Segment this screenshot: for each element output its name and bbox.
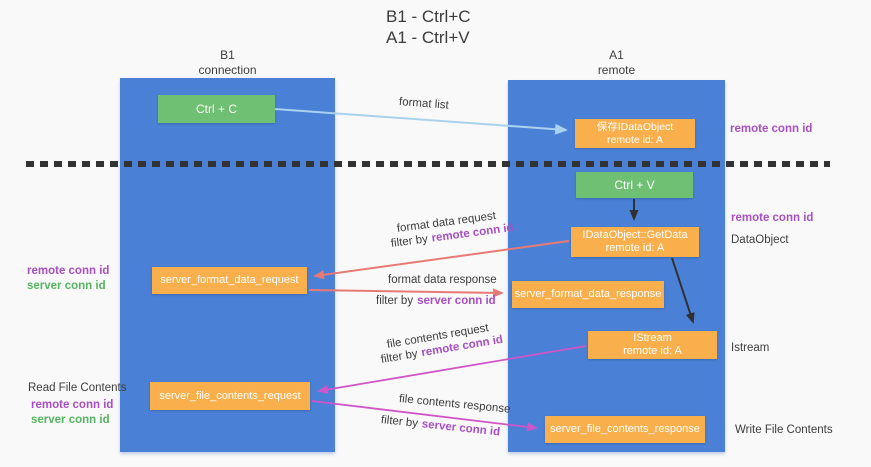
filter-by-text: filter by [376,295,414,307]
remote-conn-id-left-label-2: remote conn id [31,399,114,411]
remote-conn-id-side-label-mid: remote conn id [731,212,814,224]
save-idataobject-node: 保存IDataObject remote id: A [575,119,695,148]
save-idataobject-line1: 保存IDataObject [596,120,674,133]
filter-by-text: filter by [380,347,419,366]
dataobject-side-label: DataObject [731,234,789,246]
conn-id-left-labels-1: remote conn id server conn id [27,264,109,294]
lane-header-a1-remote: A1 remote [508,48,725,78]
file-contents-response-label: file contents response [398,393,511,416]
server-conn-id-left-label-1: server conn id [27,280,106,292]
istream-node: IStream remote id: A [588,331,717,359]
server-file-contents-response-node: server_file_contents_response [545,416,705,443]
format-list-label: format list [398,96,450,112]
server-format-data-request-label: server_format_data_request [160,274,299,286]
title-line-2: A1 - Ctrl+V [386,28,470,47]
server-file-contents-response-label: server_file_contents_response [550,423,700,435]
server-conn-id-value: server conn id [421,418,501,439]
lane-a1-subtitle: remote [597,63,636,77]
idataobject-getdata-line2: remote id: A [605,242,665,254]
server-file-contents-request-node: server_file_contents_request [150,382,310,410]
title-line-1: B1 - Ctrl+C [386,7,471,26]
filter-by-text: filter by [390,233,429,250]
lane-a1-name: A1 [609,48,624,62]
session-divider-dashed-line [26,161,830,167]
arrow-format-data-response [308,288,504,298]
format-data-response-label: format data response [388,274,497,286]
remote-conn-id-side-label-top: remote conn id [730,123,813,135]
idataobject-getdata-node: IDataObject::GetData remote id: A [571,227,699,257]
lane-b1-name: B1 [220,48,235,62]
istream-line2: remote id: A [623,345,682,357]
istream-side-label: Istream [731,342,770,354]
ctrl-v-label: Ctrl + V [614,178,655,192]
lane-header-b1-connection: B1 connection [120,48,335,78]
remote-conn-id-left-label-1: remote conn id [27,265,110,277]
lane-b1-subtitle: connection [198,63,257,77]
write-file-contents-label: Write File Contents [735,424,833,436]
server-conn-id-value: server conn id [417,295,496,307]
server-file-contents-request-label: server_file_contents_request [159,389,301,402]
diagram-title: B1 - Ctrl+C A1 - Ctrl+V [386,6,471,48]
ctrl-v-node: Ctrl + V [576,172,693,198]
conn-id-left-labels-2: remote conn id server conn id [31,398,113,428]
istream-line1: IStream [633,332,672,344]
idataobject-getdata-line1: IDataObject::GetData [582,229,688,241]
server-format-data-request-node: server_format_data_request [152,267,307,294]
read-file-contents-label: Read File Contents [28,382,127,394]
ctrl-c-node: Ctrl + C [158,95,275,123]
save-idataobject-line2: remote id: A [606,133,664,146]
ctrl-c-label: Ctrl + C [195,102,237,116]
filter-by-text: filter by [380,414,419,430]
server-format-data-response-label: server_format_data_response [514,288,662,300]
server-conn-id-left-label-2: server conn id [31,414,110,426]
server-format-data-response-node: server_format_data_response [512,281,664,308]
